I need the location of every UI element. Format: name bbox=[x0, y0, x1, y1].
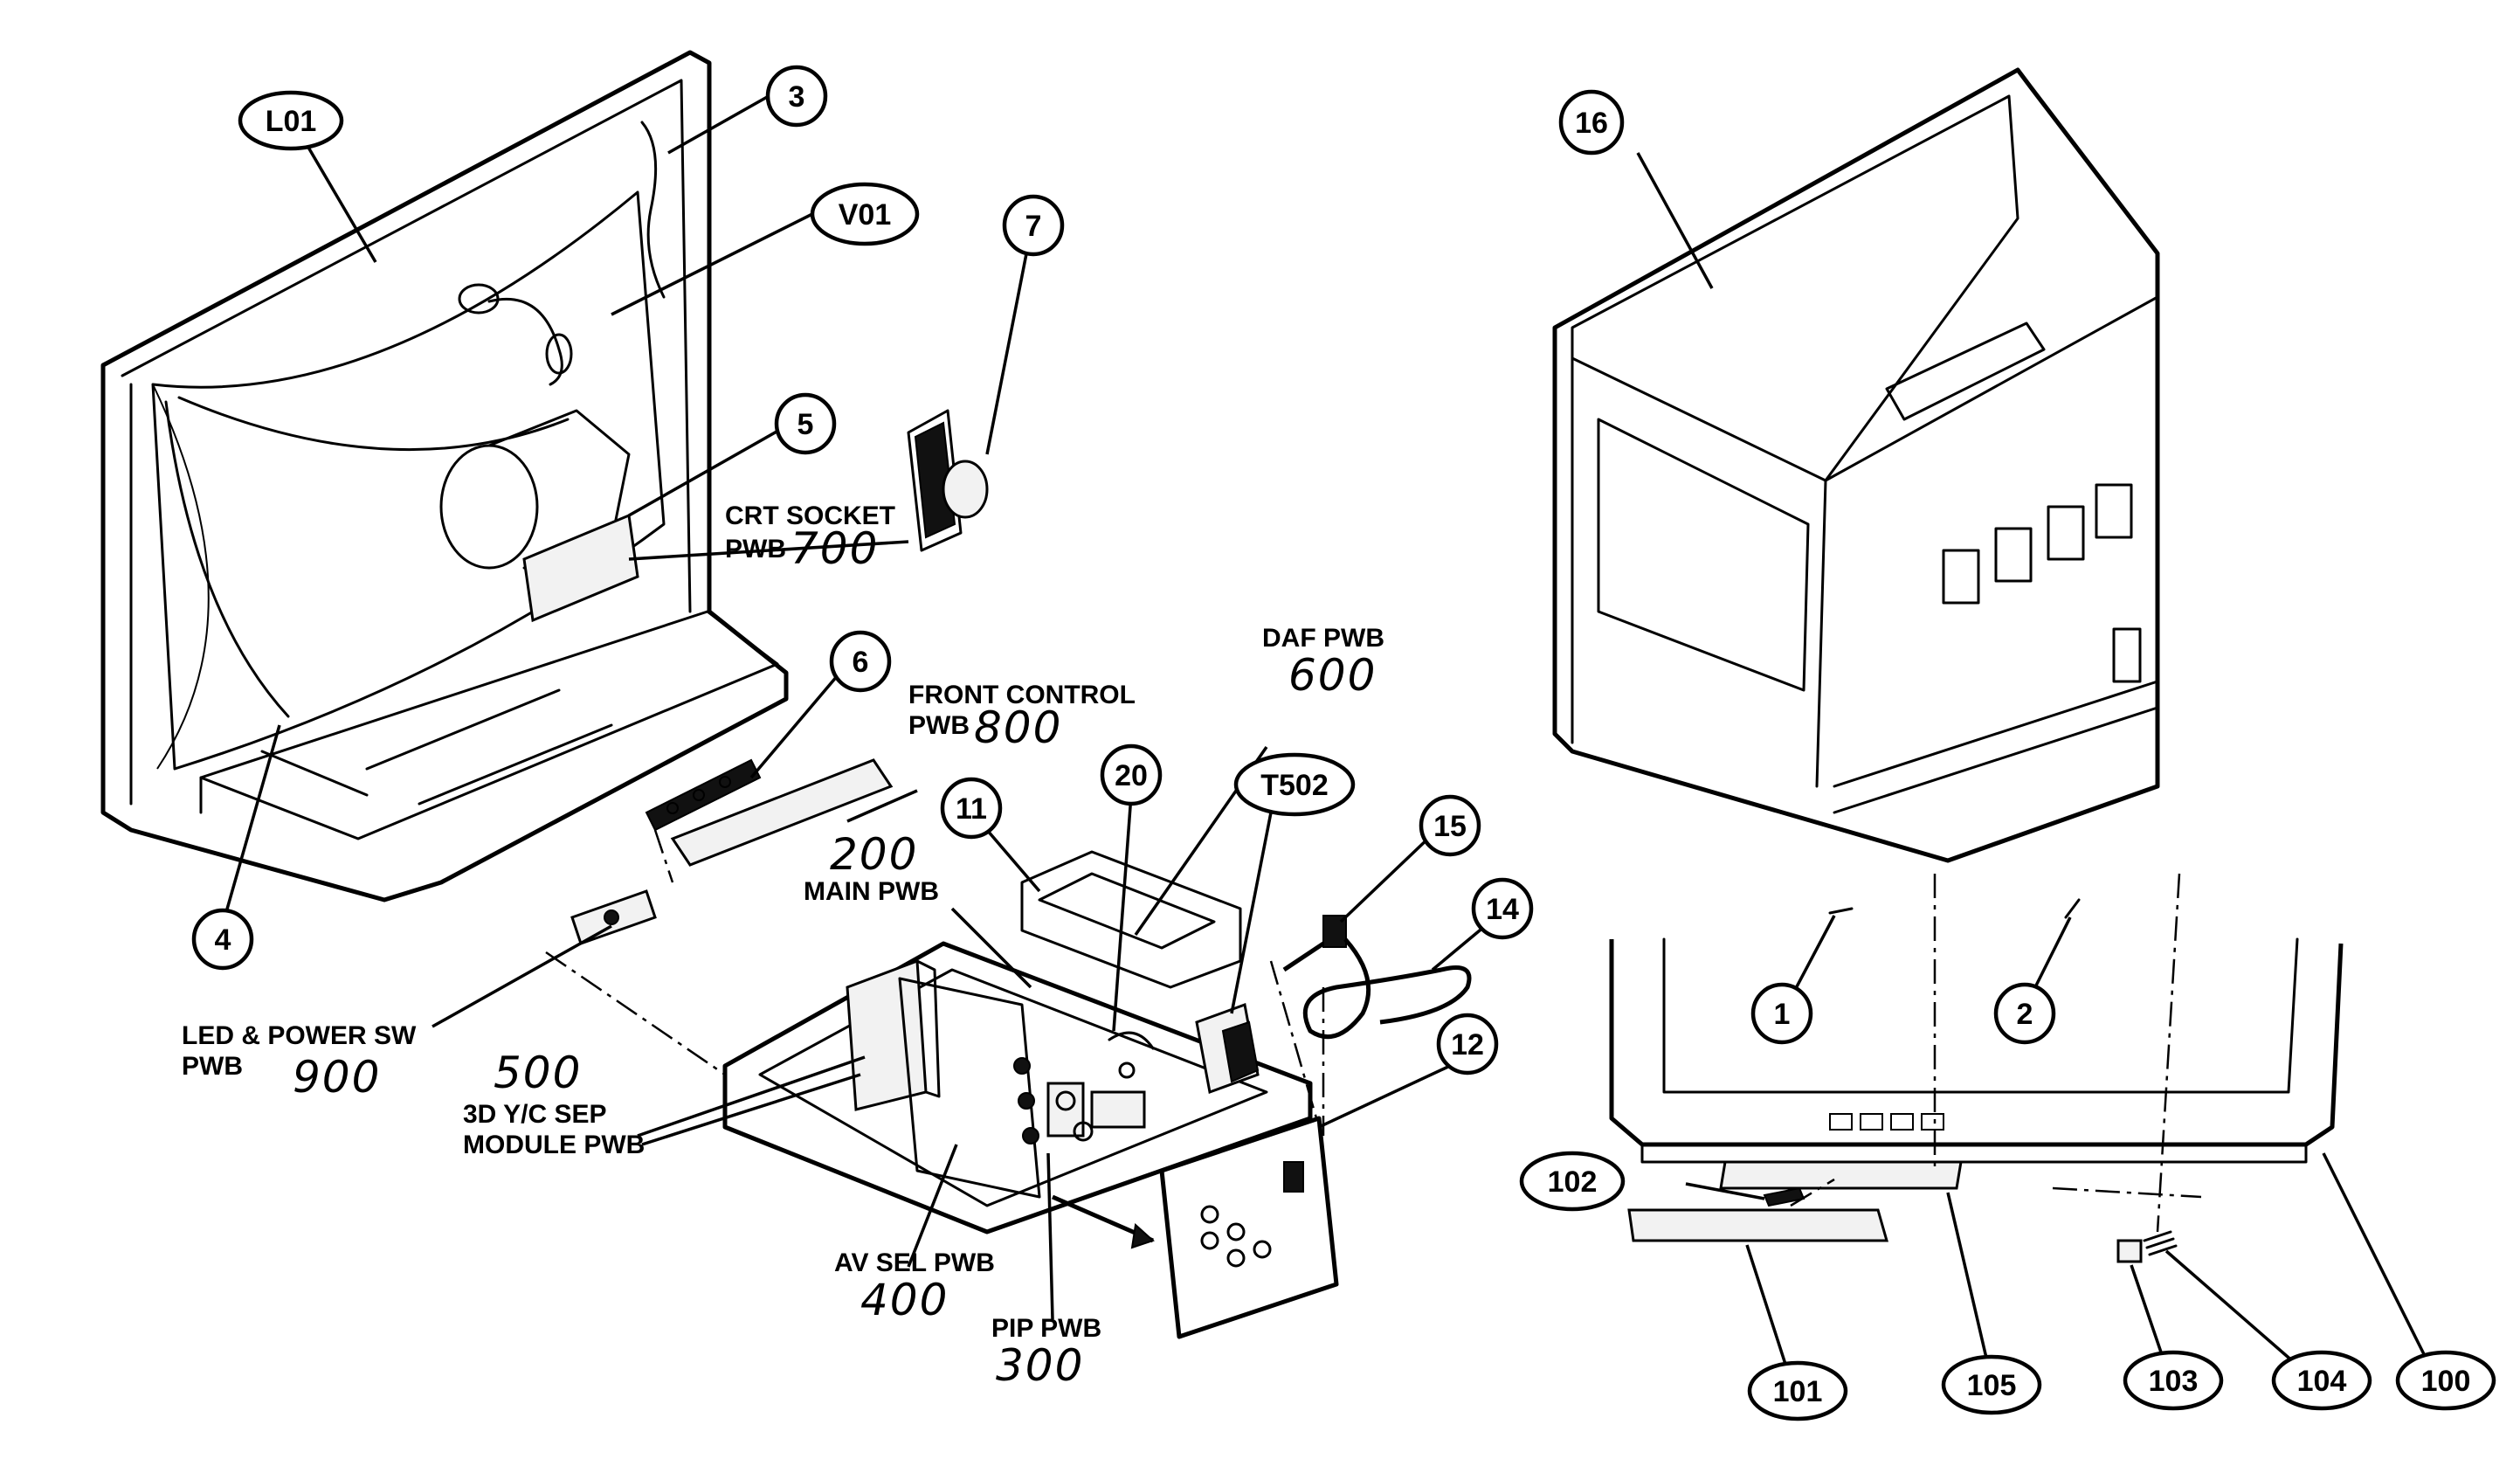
part-labels: CRT SOCKET PWB 700 FRONT CONTROL PWB 800… bbox=[182, 501, 1384, 1391]
callout-105: 105 bbox=[1941, 1354, 2042, 1415]
callout-16: 16 bbox=[1558, 89, 1625, 156]
callout-102: 102 bbox=[1519, 1151, 1626, 1212]
callout-4: 4 bbox=[191, 908, 254, 971]
callout-V01: V01 bbox=[810, 182, 920, 246]
led-power-sw-label: LED & POWER SW bbox=[182, 1021, 417, 1050]
callout-L01: L01 bbox=[238, 90, 344, 151]
callout-100: 100 bbox=[2395, 1350, 2496, 1411]
svg-text:104: 104 bbox=[2297, 1365, 2347, 1398]
front-control-number: 800 bbox=[974, 702, 1062, 753]
callout-5: 5 bbox=[774, 392, 837, 455]
rear-cabinet-part bbox=[1552, 67, 2160, 863]
svg-text:3: 3 bbox=[789, 80, 805, 114]
daf-pwb-label: DAF PWB bbox=[1262, 624, 1384, 653]
main-chassis-assembly bbox=[722, 850, 1339, 1339]
callout-20: 20 bbox=[1100, 743, 1163, 806]
svg-text:7: 7 bbox=[1025, 210, 1042, 243]
svg-text:14: 14 bbox=[1486, 893, 1519, 926]
callout-14: 14 bbox=[1471, 877, 1534, 940]
crt-front-cabinet-assembly bbox=[100, 50, 894, 945]
callout-6: 6 bbox=[829, 630, 892, 693]
svg-text:T502: T502 bbox=[1260, 769, 1329, 802]
front-control-label: FRONT CONTROL bbox=[908, 681, 1136, 709]
svg-text:20: 20 bbox=[1115, 759, 1148, 792]
svg-text:11: 11 bbox=[956, 792, 987, 826]
svg-text:102: 102 bbox=[1548, 1165, 1598, 1199]
svg-text:1: 1 bbox=[1774, 998, 1791, 1031]
main-pwb-number: 200 bbox=[830, 829, 918, 880]
callout-3: 3 bbox=[765, 65, 828, 128]
svg-text:6: 6 bbox=[853, 646, 869, 679]
callout-104: 104 bbox=[2271, 1350, 2372, 1411]
callout-11: 11 bbox=[940, 777, 1003, 840]
pip-pwb-label: PIP PWB bbox=[991, 1314, 1101, 1343]
svg-text:16: 16 bbox=[1575, 107, 1608, 140]
front-cabinet-part bbox=[1609, 898, 2344, 1263]
speaker-part bbox=[907, 409, 989, 552]
callout-103: 103 bbox=[2123, 1350, 2224, 1411]
sep-module-label-2: MODULE PWB bbox=[463, 1131, 645, 1159]
svg-text:105: 105 bbox=[1967, 1369, 2017, 1402]
callout-15: 15 bbox=[1419, 794, 1481, 857]
led-pwb-label: PWB bbox=[182, 1052, 243, 1081]
crt-socket-pwb-label: PWB bbox=[725, 535, 786, 564]
led-number: 900 bbox=[293, 1052, 381, 1103]
callout-7: 7 bbox=[1002, 194, 1065, 257]
callout-1: 1 bbox=[1750, 982, 1813, 1045]
callout-T502: T502 bbox=[1233, 752, 1356, 817]
front-control-pwb-label: PWB bbox=[908, 711, 970, 740]
callout-101: 101 bbox=[1747, 1360, 1848, 1421]
av-sel-pwb-label: AV SEL PWB bbox=[834, 1248, 995, 1277]
power-cord-part bbox=[1282, 915, 1472, 1040]
sep-module-number: 500 bbox=[494, 1048, 582, 1098]
svg-text:101: 101 bbox=[1773, 1375, 1823, 1408]
main-pwb-label: MAIN PWB bbox=[804, 877, 939, 906]
svg-text:2: 2 bbox=[2017, 998, 2033, 1031]
svg-text:5: 5 bbox=[797, 408, 814, 441]
svg-text:103: 103 bbox=[2149, 1365, 2199, 1398]
svg-text:V01: V01 bbox=[839, 198, 892, 232]
crt-socket-number: 700 bbox=[791, 523, 879, 574]
callout-bubbles: L01 3 V01 7 5 6 4 11 bbox=[191, 65, 2496, 1421]
svg-text:15: 15 bbox=[1433, 810, 1467, 843]
svg-text:L01: L01 bbox=[266, 105, 317, 138]
callout-2: 2 bbox=[1993, 982, 2056, 1045]
svg-text:4: 4 bbox=[215, 923, 231, 957]
sep-module-label-1: 3D Y/C SEP bbox=[463, 1100, 607, 1129]
av-sel-number: 400 bbox=[860, 1275, 949, 1325]
crt-socket-label: CRT SOCKET bbox=[725, 501, 895, 530]
callout-12: 12 bbox=[1436, 1013, 1499, 1075]
pip-number: 300 bbox=[996, 1340, 1084, 1391]
svg-text:100: 100 bbox=[2421, 1365, 2471, 1398]
svg-text:12: 12 bbox=[1451, 1028, 1484, 1062]
daf-number: 600 bbox=[1288, 650, 1377, 701]
